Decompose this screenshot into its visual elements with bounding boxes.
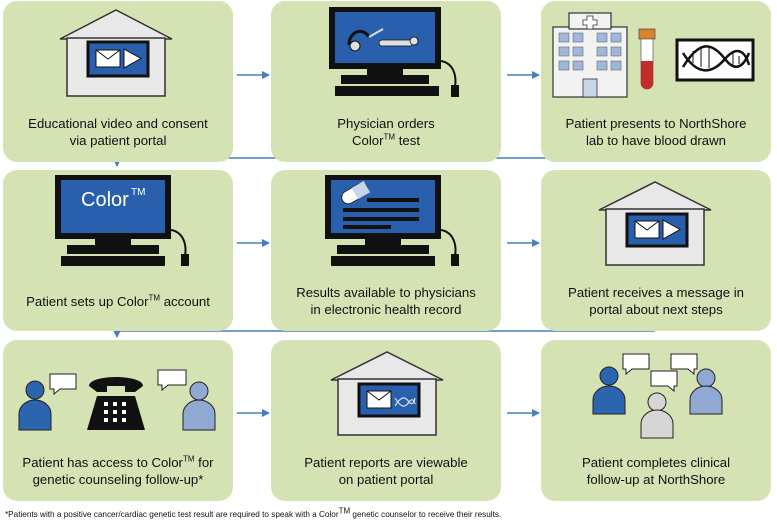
caption-line-1: Physician orders	[337, 116, 435, 131]
step-physician-orders: Physician orders ColorTM test	[271, 1, 501, 162]
house-dna-icon	[330, 351, 444, 436]
footnote-tm: TM	[338, 506, 351, 516]
caption-line-1: Results available to physicians	[296, 285, 476, 300]
house-portal-icon	[59, 9, 173, 97]
footnote-text-2: genetic counselor to receive their resul…	[350, 510, 502, 519]
computer-pill-icon	[325, 175, 459, 266]
caption-line-2: lab to have blood drawn	[585, 133, 727, 148]
caption-line-1: Patient sets up ColorTM account	[26, 293, 210, 309]
computer-doctor-icon	[329, 7, 459, 97]
step-portal-message: Patient receives a message in portal abo…	[541, 170, 771, 331]
footnote: *Patients with a positive cancer/cardiac…	[5, 507, 502, 519]
caption-line-2: genetic counseling follow-up*	[32, 472, 204, 487]
screen-brand-text: Color	[81, 189, 129, 211]
caption-line-1: Patient has access to ColorTM for	[22, 454, 214, 470]
caption-line-1: Educational video and consent	[28, 116, 208, 131]
step-reports-viewable: Patient reports are viewable on patient …	[271, 340, 501, 501]
caption-line-2: via patient portal	[69, 133, 167, 148]
step-account-setup: Color TM Patient sets up ColorTM account	[3, 170, 233, 331]
caption-line-2: in electronic health record	[310, 302, 462, 317]
hospital-tube-dna-icon	[552, 12, 755, 98]
caption-line-1: Patient receives a message in	[568, 285, 744, 300]
caption-line-2: follow-up at NorthShore	[586, 472, 726, 487]
step-educational-video: Educational video and consent via patien…	[3, 1, 233, 162]
caption-line-1: Patient completes clinical	[581, 455, 731, 470]
step-genetic-counseling: Patient has access to ColorTM for geneti…	[3, 340, 233, 501]
screen-brand-tm: TM	[131, 187, 145, 198]
caption-line-2: portal about next steps	[589, 302, 723, 317]
computer-color-icon: Color TM	[55, 175, 189, 266]
caption-line-1: Patient reports are viewable	[304, 455, 468, 470]
step-results-ehr: Results available to physicians in elect…	[271, 170, 501, 331]
footnote-text-1: *Patients with a positive cancer/cardiac…	[5, 510, 339, 519]
step-clinical-followup: Patient completes clinical follow-up at …	[541, 340, 771, 501]
caption-line-2: on patient portal	[338, 472, 434, 487]
step-lab-blood-draw: Patient presents to NorthShore lab to ha…	[541, 1, 771, 162]
caption-line-1: Patient presents to NorthShore	[565, 116, 747, 131]
group-discussion-icon	[592, 353, 723, 439]
house-portal-icon	[598, 181, 712, 266]
caption-line-2: ColorTM test	[352, 132, 420, 148]
counseling-phone-icon	[18, 369, 216, 431]
